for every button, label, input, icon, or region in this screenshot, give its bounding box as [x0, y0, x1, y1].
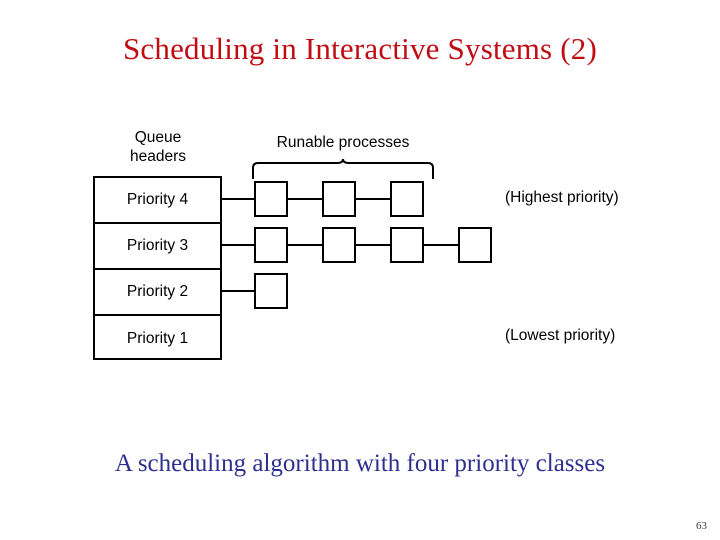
- process-connector-line: [356, 243, 390, 247]
- process-box[interactable]: [254, 181, 288, 217]
- figure-caption: A scheduling algorithm with four priorit…: [114, 450, 606, 477]
- process-connector-line: [288, 197, 322, 201]
- queue-header-label: Priority 3: [126, 237, 189, 254]
- queue-header-label: Priority 2: [126, 283, 189, 300]
- queue-connector-line: [222, 289, 254, 293]
- process-chain-row: [222, 181, 424, 217]
- page-title: Scheduling in Interactive Systems (2): [122, 31, 598, 66]
- process-box[interactable]: [390, 227, 424, 263]
- process-box[interactable]: [390, 181, 424, 217]
- queue-headers-label: Queue headers: [93, 128, 223, 166]
- page-number: 63: [696, 520, 707, 532]
- process-chain-row: [222, 273, 288, 309]
- queue-header-row[interactable]: Priority 3: [95, 224, 220, 270]
- process-box[interactable]: [254, 273, 288, 309]
- process-box[interactable]: [458, 227, 492, 263]
- runable-processes-label: Runable processes: [276, 134, 410, 151]
- process-box[interactable]: [322, 181, 356, 217]
- queue-connector-line: [222, 197, 254, 201]
- process-chain-row: [222, 227, 492, 263]
- highest-priority-annotation: (Highest priority): [505, 189, 619, 206]
- queue-header-row[interactable]: Priority 1: [95, 316, 220, 362]
- process-connector-line: [424, 243, 458, 247]
- process-connector-line: [356, 197, 390, 201]
- process-box[interactable]: [322, 227, 356, 263]
- runable-processes-brace-icon: [250, 158, 436, 180]
- queue-headers-label-line1: Queue: [134, 129, 182, 146]
- lowest-priority-annotation: (Lowest priority): [505, 327, 616, 344]
- scheduling-diagram: Queue headers Runable processes Priority…: [93, 128, 619, 360]
- queue-header-stack: Priority 4 Priority 3 Priority 2 Priorit…: [93, 176, 222, 360]
- queue-headers-label-line2: headers: [129, 148, 186, 165]
- queue-header-label: Priority 1: [126, 330, 189, 347]
- process-box[interactable]: [254, 227, 288, 263]
- queue-connector-line: [222, 243, 254, 247]
- queue-header-label: Priority 4: [126, 191, 189, 208]
- queue-header-row[interactable]: Priority 4: [95, 178, 220, 224]
- queue-header-row[interactable]: Priority 2: [95, 270, 220, 316]
- process-connector-line: [288, 243, 322, 247]
